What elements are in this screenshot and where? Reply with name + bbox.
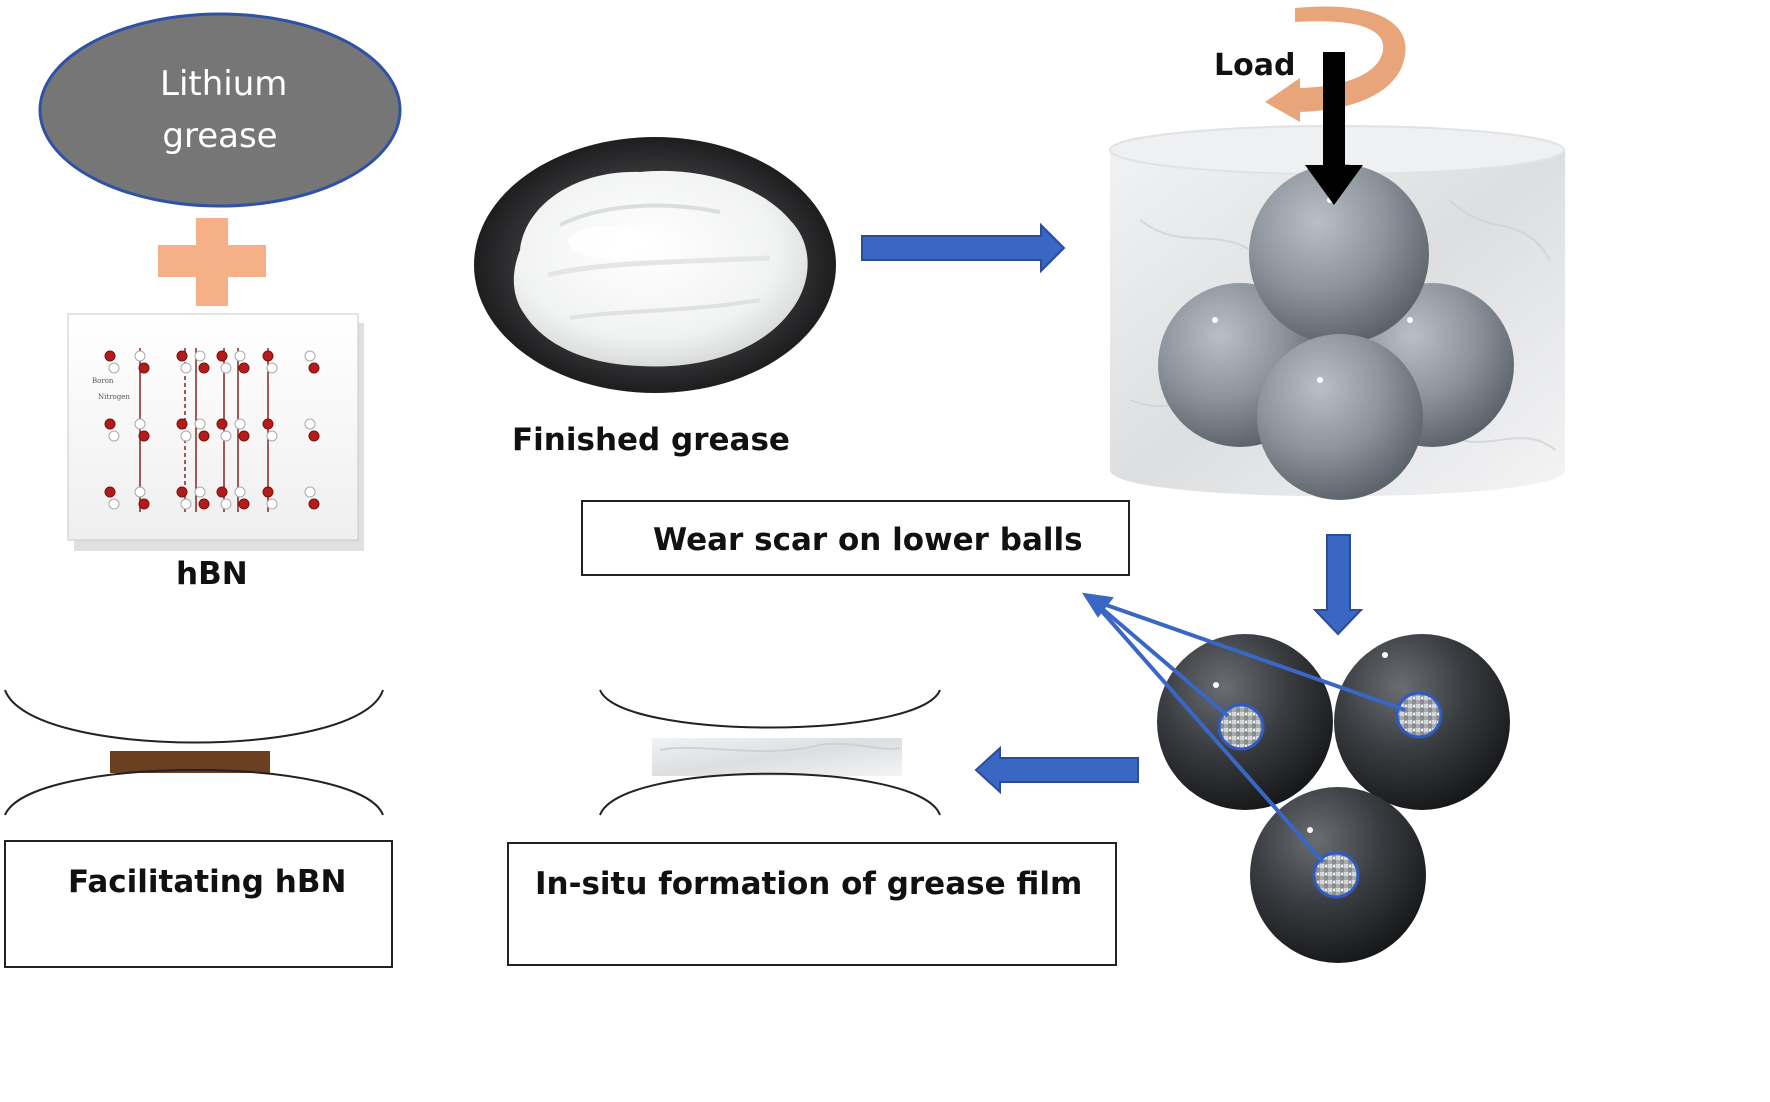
wear-scar-box: Wear scar on lower balls — [581, 500, 1130, 576]
in-situ-film-label: In-situ formation of grease film — [535, 866, 1083, 902]
lithium-grease-label-line2: grease — [162, 116, 278, 156]
svg-text:Boron: Boron — [92, 377, 114, 385]
load-arrow-icon — [1305, 52, 1363, 205]
scar-pointer-lines — [1081, 592, 1406, 864]
wear-scar-label: Wear scar on lower balls — [653, 522, 1083, 558]
hbn-label: hBN — [176, 556, 248, 592]
hbn-film-contact — [4, 689, 384, 816]
in-situ-film-box: In-situ formation of grease film — [507, 842, 1117, 966]
hbn-structure-image: Boron Nitrogen — [67, 313, 364, 551]
facilitating-hbn-label: Facilitating hBN — [68, 864, 347, 900]
in-situ-film-contact — [599, 689, 941, 816]
lithium-grease-ellipse — [38, 12, 402, 208]
facilitating-hbn-box: Facilitating hBN — [4, 840, 393, 968]
plus-icon — [158, 218, 266, 306]
arrow-down-to-balls — [1312, 534, 1364, 636]
finished-grease-image — [474, 137, 836, 393]
rotation-arrow-icon — [1265, 6, 1406, 122]
lithium-grease-label-line1: Lithium — [160, 64, 288, 104]
finished-grease-label: Finished grease — [512, 422, 790, 458]
four-ball-tester — [1109, 125, 1565, 500]
arrow-left-to-film — [974, 745, 1139, 795]
arrow-right-to-tester — [861, 222, 1066, 274]
load-label: Load — [1214, 48, 1296, 83]
svg-text:Nitrogen: Nitrogen — [98, 393, 130, 401]
